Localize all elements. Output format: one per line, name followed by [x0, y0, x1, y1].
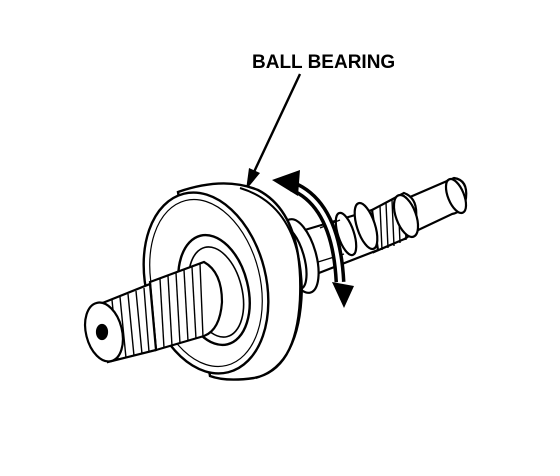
ball-bearing-label: BALL BEARING	[252, 52, 395, 73]
shaft-right-stub	[370, 176, 468, 254]
shaft-left-spline	[148, 260, 224, 352]
rotation-arrow-icon	[272, 170, 354, 308]
shaft-threaded-end	[83, 282, 158, 364]
callout-leader-arrow	[246, 73, 302, 190]
